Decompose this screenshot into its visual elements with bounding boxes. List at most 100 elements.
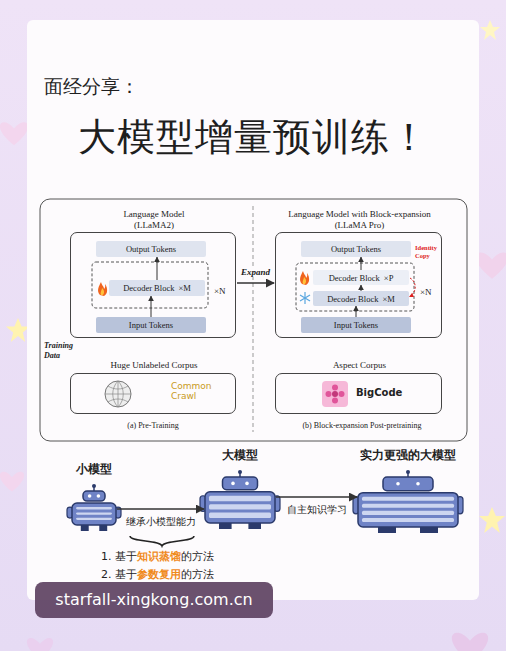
divider bbox=[253, 206, 254, 432]
figure-label: ×N bbox=[214, 286, 226, 296]
connector bbox=[117, 508, 204, 510]
robot-stripe bbox=[362, 518, 454, 522]
connector bbox=[151, 296, 152, 317]
robot-eye bbox=[88, 494, 92, 498]
robot-node: 小模型 bbox=[72, 482, 116, 532]
figure-frame bbox=[40, 199, 467, 441]
list-text: 1. 基于 bbox=[101, 550, 137, 563]
wikipedia-globe bbox=[105, 381, 131, 407]
panel-heading: Language Model (LLaMA2) bbox=[106, 209, 202, 231]
identity-copy-head bbox=[409, 293, 414, 297]
robot-figure bbox=[67, 484, 121, 531]
robot-antenna-tip bbox=[406, 470, 410, 474]
repeat-count: ×M bbox=[178, 283, 190, 293]
corpus-name: Common Crawl bbox=[171, 381, 211, 401]
brace bbox=[130, 536, 194, 546]
edge-label: 继承小模型能力 bbox=[124, 515, 198, 529]
robot-antenna-tip bbox=[92, 484, 96, 488]
block-name: Output Tokens bbox=[331, 244, 381, 254]
connector bbox=[356, 306, 357, 317]
title: 大模型增量预训练！ bbox=[0, 112, 506, 163]
snowflake-icon bbox=[300, 292, 310, 304]
block-name: Output Tokens bbox=[126, 244, 176, 254]
block-name: Decoder Block bbox=[123, 283, 174, 293]
list-item: 1. 基于知识蒸馏的方法 bbox=[101, 549, 214, 564]
figure-label: (b) Block-expansion Post-pretraining bbox=[258, 421, 466, 430]
decoder-block: Decoder Block ×M bbox=[313, 291, 409, 306]
identity-copy-arc bbox=[410, 278, 415, 296]
robot-eye bbox=[231, 482, 235, 486]
list-text: 的方法 bbox=[181, 550, 214, 563]
decoder-block: Decoder Block ×M bbox=[109, 280, 205, 296]
robot-body bbox=[358, 493, 458, 527]
robot-stripe bbox=[209, 513, 271, 518]
repeat-count: ×M bbox=[382, 294, 394, 304]
connector bbox=[237, 282, 274, 284]
robot-leg bbox=[99, 525, 107, 531]
connector bbox=[361, 257, 362, 270]
watermark-pill bbox=[35, 582, 273, 618]
robot-eye bbox=[245, 482, 249, 486]
robot-stripe bbox=[76, 512, 112, 514]
edge-label: 自主知识学习 bbox=[285, 503, 349, 517]
robot-stripe bbox=[362, 511, 454, 515]
figure-label: (a) Pre-Training bbox=[70, 421, 236, 430]
robot-head bbox=[83, 491, 105, 501]
connector bbox=[276, 496, 357, 498]
robot-leg bbox=[420, 527, 438, 533]
robot-figure bbox=[353, 470, 463, 533]
corpus-name: BigCode bbox=[356, 387, 416, 398]
list-text: 的方法 bbox=[181, 568, 214, 581]
edge-label: Expand bbox=[239, 267, 272, 277]
decoder-block: Decoder Block ×P bbox=[313, 270, 409, 285]
list-item: 2. 基于参数复用的方法 bbox=[101, 567, 214, 582]
robot-leg bbox=[219, 523, 232, 529]
robot-node: 大模型 bbox=[205, 468, 275, 530]
robot-label: 小模型 bbox=[76, 461, 112, 478]
token-box: Output Tokens bbox=[96, 241, 206, 257]
highlight-text: 参数复用 bbox=[137, 568, 181, 581]
dashed-group bbox=[92, 262, 208, 308]
figure-label: ×N bbox=[420, 287, 432, 297]
flame-icon bbox=[98, 282, 107, 296]
robot-stripe bbox=[362, 504, 454, 508]
block-name: Input Tokens bbox=[129, 320, 173, 330]
robot-leg bbox=[81, 525, 89, 531]
robot-stripe bbox=[76, 507, 112, 509]
robot-head bbox=[383, 477, 433, 491]
corpus-box: Aspect CorpusBigCode bbox=[275, 373, 442, 414]
highlight-text: 知识蒸馏 bbox=[137, 550, 181, 563]
robot-stripe bbox=[76, 518, 112, 520]
robot-label: 实力更强的大模型 bbox=[360, 447, 456, 464]
token-box: Input Tokens bbox=[96, 317, 206, 333]
robot-leg bbox=[378, 527, 396, 533]
block-name: Input Tokens bbox=[334, 320, 378, 330]
figure-label: Identity Copy bbox=[415, 244, 447, 259]
connector bbox=[157, 257, 158, 280]
robot-stripe bbox=[209, 504, 271, 509]
figure-label: Training Data bbox=[44, 341, 84, 361]
repeat-count: ×P bbox=[384, 273, 394, 283]
block-name: Decoder Block bbox=[327, 294, 378, 304]
robot-eye bbox=[416, 482, 420, 486]
token-box: Input Tokens bbox=[301, 317, 411, 333]
list-text: 2. 基于 bbox=[101, 568, 137, 581]
robot-stripe bbox=[209, 496, 271, 501]
watermark: starfall-xingkong.com.cn bbox=[35, 582, 273, 618]
corpus-box: Huge Unlabeled CorpusCommon Crawl bbox=[70, 373, 236, 414]
bigcode-icon bbox=[322, 381, 348, 407]
robot-eye bbox=[97, 494, 101, 498]
robot-body bbox=[205, 492, 275, 523]
robot-body bbox=[72, 503, 116, 525]
robot-node: 实力更强的大模型 bbox=[358, 468, 458, 534]
robot-antenna-tip bbox=[238, 470, 242, 474]
panel-heading: Huge Unlabeled Corpus bbox=[69, 360, 239, 371]
robot-figure bbox=[200, 470, 280, 529]
robot-eye bbox=[396, 482, 400, 486]
robot-head bbox=[223, 477, 258, 490]
subtitle: 面经分享： bbox=[44, 74, 139, 100]
panel-heading: Language Model with Block-expansion (LLa… bbox=[272, 209, 448, 231]
block-name: Decoder Block bbox=[329, 273, 380, 283]
